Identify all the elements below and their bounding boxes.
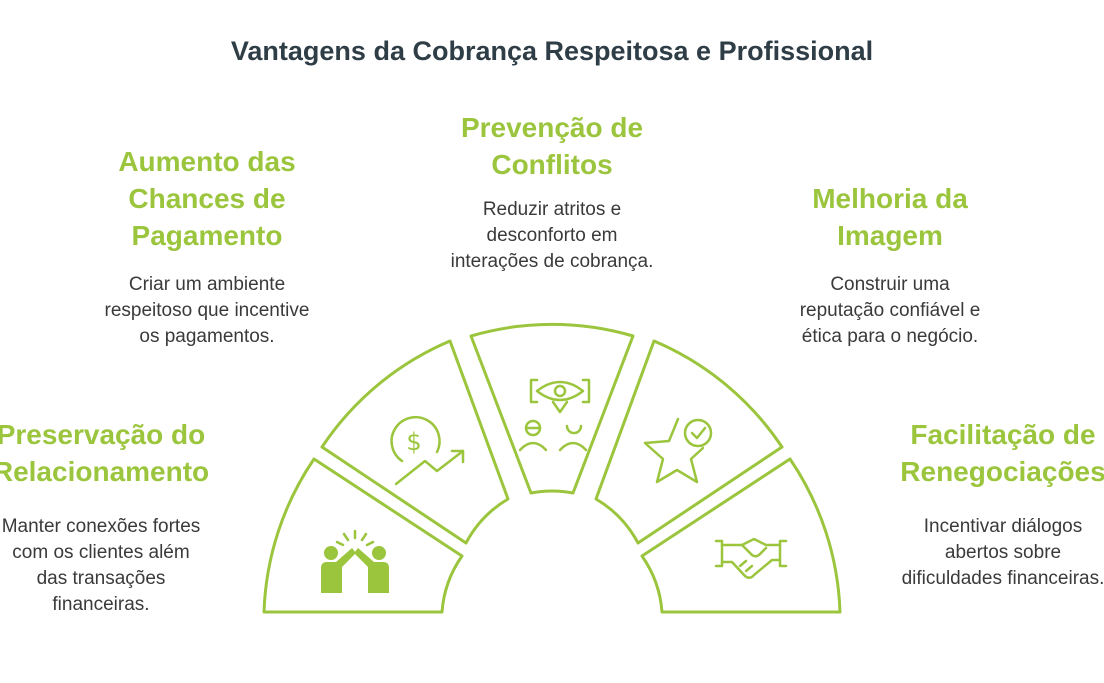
benefit-relationship-preservation: Preservação do Relacionamento Manter con… [0, 416, 232, 618]
description-line: financeiras. [52, 594, 150, 615]
benefit-heading: Facilitação de Renegociações [872, 416, 1104, 490]
eye-people-icon [518, 378, 591, 452]
description-line: abertos sobre [944, 542, 1062, 563]
benefit-description: Manter conexões fortes com os clientes a… [0, 514, 232, 618]
benefit-image-improvement: Melhoria da Imagem Construir uma reputaç… [776, 180, 1004, 350]
benefit-heading: Melhoria da Imagem [776, 180, 1004, 254]
description-line: Criar um ambiente [128, 274, 286, 295]
benefit-renegotiation: Facilitação de Renegociações Incentivar … [872, 416, 1104, 592]
heading-line: Facilitação de [910, 419, 1096, 450]
page-title: Vantagens da Cobrança Respeitosa e Profi… [230, 36, 874, 66]
benefit-description: Construir uma reputação confiável e étic… [776, 272, 1004, 350]
description-line: interações de cobrança. [450, 251, 654, 272]
heading-line: Melhoria da [812, 183, 968, 214]
heading-line: Pagamento [131, 220, 283, 251]
description-line: desconforto em [486, 225, 618, 246]
benefit-heading: Prevenção de Conflitos [430, 109, 674, 183]
heading-line: Chances de [128, 183, 286, 214]
benefit-description: Reduzir atritos e desconforto em interaç… [430, 197, 674, 275]
description-line: Manter conexões fortes [1, 516, 201, 537]
benefit-conflict-prevention: Prevenção de Conflitos Reduzir atritos e… [430, 109, 674, 275]
benefit-payment-chances: Aumento das Chances de Pagamento Criar u… [92, 143, 322, 350]
description-line: Reduzir atritos e [482, 199, 622, 220]
description-line: reputação confiável e [799, 300, 981, 321]
description-line: com os clientes além [12, 542, 190, 563]
heading-line: Preservação do [0, 419, 206, 450]
benefit-heading: Aumento das Chances de Pagamento [92, 143, 322, 254]
benefit-description: Criar um ambiente respeitoso que incenti… [92, 272, 322, 350]
heading-line: Imagem [837, 220, 943, 251]
dollar-growth-icon: $ [390, 415, 465, 486]
handshake-icon [714, 537, 788, 579]
description-line: das transações [36, 568, 166, 589]
heading-line: Conflitos [491, 149, 613, 180]
star-check-icon [643, 417, 713, 484]
description-line: os pagamentos. [139, 326, 275, 347]
description-line: dificuldades financeiras. [901, 568, 1104, 589]
segment-payment [320, 339, 510, 545]
benefit-description: Incentivar diálogos abertos sobre dificu… [872, 514, 1104, 592]
description-line: ética para o negócio. [801, 326, 979, 347]
heading-line: Renegociações [900, 456, 1104, 487]
description-line: Incentivar diálogos [923, 516, 1083, 537]
benefit-heading: Preservação do Relacionamento [0, 416, 232, 490]
segment-renegotiation [640, 457, 842, 614]
svg-text:$: $ [406, 428, 421, 456]
description-line: respeitoso que incentive [104, 300, 310, 321]
heading-line: Relacionamento [0, 456, 210, 487]
heading-line: Prevenção de [460, 112, 644, 143]
segment-relationship [262, 457, 464, 614]
description-line: Construir uma [830, 274, 950, 295]
heading-line: Aumento das [118, 146, 296, 177]
high-five-icon [321, 529, 389, 593]
segment-image [594, 339, 784, 545]
segment-conflict [469, 322, 635, 495]
